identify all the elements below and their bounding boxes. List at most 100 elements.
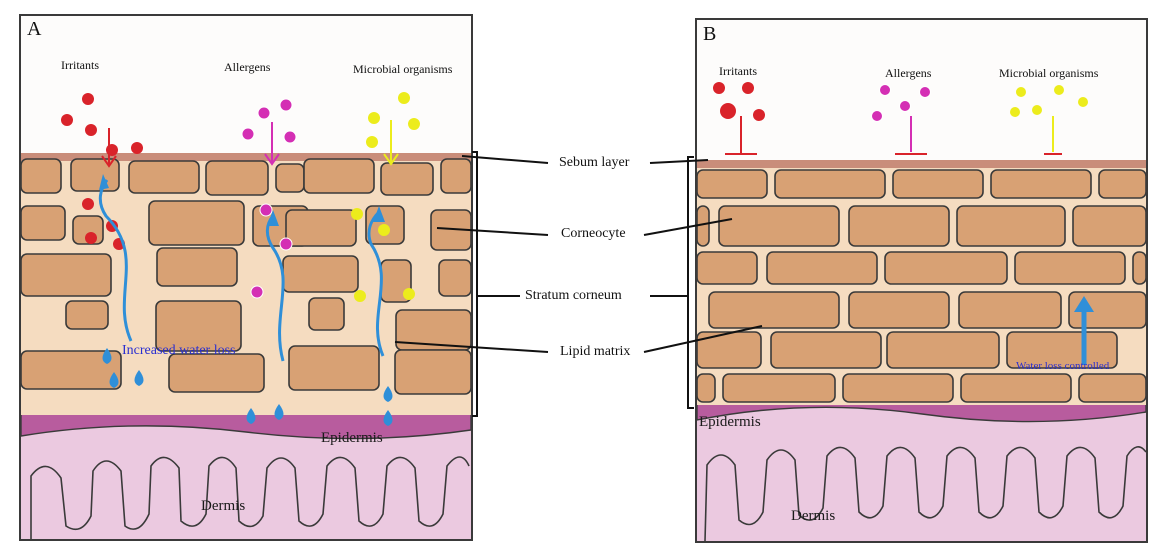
allergen-particle (260, 204, 272, 216)
allergen-particle (258, 107, 270, 119)
panel-b-drawing (697, 20, 1146, 541)
corneocyte (719, 206, 839, 246)
water-loss-controlled-label: Water loss controlled (1016, 360, 1109, 372)
corneocyte (991, 170, 1091, 198)
microbe-particle (368, 112, 380, 124)
irritant-particle (131, 142, 143, 154)
dermis-label-b: Dermis (791, 508, 835, 525)
allergen-particle (880, 85, 891, 96)
panel-a-drawing (21, 16, 471, 539)
corneocyte (775, 170, 885, 198)
corneocyte (1099, 170, 1146, 198)
dermis-label-a: Dermis (201, 498, 245, 515)
corneocyte (843, 374, 953, 402)
corneocyte (206, 161, 268, 195)
allergens-label-b: Allergens (885, 66, 931, 81)
irritant-particle (720, 103, 736, 119)
sebum-layer-label: Sebum layer (557, 155, 631, 171)
irritant-blocked-arrow (725, 116, 757, 154)
epidermis-label-a: Epidermis (321, 430, 383, 447)
corneocyte (1073, 206, 1146, 246)
corneocyte (289, 346, 379, 390)
microbe-particle (366, 136, 378, 148)
corneocyte (309, 298, 344, 330)
irritant-particle (85, 232, 97, 244)
corneocyte (697, 332, 761, 368)
dermis-layer (21, 424, 471, 539)
microbe-particle (1016, 87, 1026, 97)
allergen-particle (920, 87, 931, 98)
sebum-layer-b (697, 160, 1146, 168)
corneocyte (304, 159, 374, 193)
microbe-particle (1054, 85, 1064, 95)
corneocyte (767, 252, 877, 284)
irritant-particle (742, 82, 754, 94)
corneocyte (283, 256, 358, 292)
allergen-blocked-arrow (895, 116, 927, 154)
stratum-bracket-b (688, 157, 694, 408)
corneocyte (893, 170, 983, 198)
corneocyte (1079, 374, 1146, 402)
allergen-particle (284, 131, 296, 143)
corneocyte (697, 206, 709, 246)
allergen-particle (251, 286, 263, 298)
corneocyte (21, 254, 111, 296)
corneocyte (1133, 252, 1146, 284)
corneocyte (381, 163, 433, 195)
microbes-label-a: Microbial organisms (353, 62, 452, 77)
corneocyte (396, 310, 471, 350)
corneocyte (1015, 252, 1125, 284)
irritant-particle (106, 144, 118, 156)
corneocyte (21, 206, 65, 240)
microbe-particle (408, 118, 420, 130)
microbe-particle (354, 290, 366, 302)
corneocyte (157, 248, 237, 286)
corneocyte (169, 354, 264, 392)
irritant-particle (82, 93, 94, 105)
panel-a-damaged-barrier: A Irritants Allergens Microbial organism… (19, 14, 473, 541)
corneocyte (286, 210, 356, 246)
corneocyte (149, 201, 244, 245)
irritant-particle (753, 109, 765, 121)
corneocyte (849, 292, 949, 328)
corneocyte (885, 252, 1007, 284)
increased-water-loss-label: Increased water loss (122, 343, 236, 359)
corneocyte (439, 260, 471, 296)
microbes-label-b: Microbial organisms (999, 66, 1098, 81)
stratum-corneum-label: Stratum corneum (523, 288, 624, 304)
irritants-label-b: Irritants (719, 64, 757, 79)
corneocyte (697, 374, 715, 402)
allergen-particle (900, 101, 911, 112)
microbe-particle (351, 208, 363, 220)
irritant-particle (61, 114, 73, 126)
corneocyte (959, 292, 1061, 328)
microbe-particle (1010, 107, 1020, 117)
microbe-arrow-a (384, 120, 398, 164)
microbe-particle (1078, 97, 1088, 107)
allergen-particle (872, 111, 883, 122)
corneocyte (66, 301, 108, 329)
corneocyte (276, 164, 304, 192)
corneocyte (849, 206, 949, 246)
panel-a-letter: A (27, 18, 41, 41)
allergen-particle (280, 238, 292, 250)
corneocyte (21, 159, 61, 193)
allergen-particle (242, 128, 254, 140)
corneocyte (957, 206, 1065, 246)
corneocyte (697, 252, 757, 284)
microbe-particle (378, 224, 390, 236)
microbe-particle (403, 288, 415, 300)
corneocyte (771, 332, 881, 368)
panel-b-intact-barrier: B Irritants Allergens Microbial organism… (695, 18, 1148, 543)
agents-b (713, 82, 1088, 154)
corneocyte (71, 159, 119, 191)
corneocyte (129, 161, 199, 193)
allergen-arrow-a (265, 122, 279, 164)
corneocyte-label: Corneocyte (559, 226, 628, 242)
microbe-particle (1032, 105, 1042, 115)
corneocyte (441, 159, 471, 193)
lipid-matrix-label: Lipid matrix (558, 344, 632, 360)
dermis-layer-b (697, 401, 1146, 541)
allergen-particle (280, 99, 292, 111)
epidermis-label-b: Epidermis (699, 414, 761, 431)
